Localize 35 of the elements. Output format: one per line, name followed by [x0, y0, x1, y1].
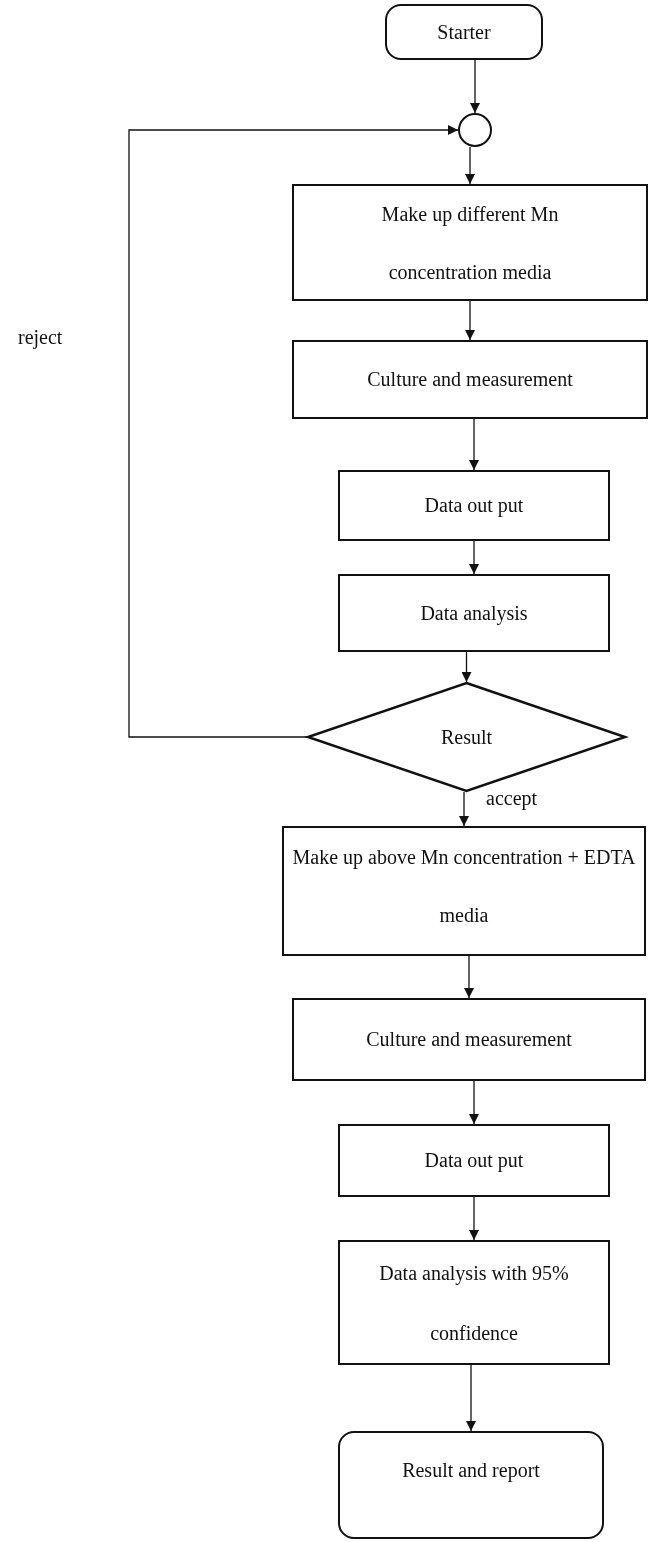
process-box	[338, 1240, 610, 1365]
arrow	[469, 540, 479, 575]
process-box	[338, 470, 610, 541]
arrow	[464, 955, 474, 999]
process-box	[338, 1124, 610, 1197]
arrow	[466, 1364, 476, 1432]
process-box	[338, 574, 610, 652]
step-label: Starter	[436, 20, 492, 44]
step-label: Data analysis	[419, 601, 529, 625]
terminal-box	[338, 1431, 604, 1539]
arrow	[469, 1080, 479, 1125]
step-label: Make up above Mn concentration + EDTA media	[291, 845, 637, 928]
process-box	[292, 184, 648, 301]
step-label: Result and report	[401, 1459, 541, 1482]
arrow	[469, 1196, 479, 1241]
step-label: Data out put	[423, 1149, 525, 1172]
arrow	[128, 125, 459, 738]
connector-circle	[458, 113, 492, 147]
terminal-box	[385, 4, 543, 60]
step-label: Make up different Mn concentration media	[380, 201, 560, 285]
arrow	[461, 651, 472, 683]
process-box	[292, 340, 648, 419]
process-box	[292, 998, 646, 1081]
arrow	[469, 418, 479, 471]
arrow	[465, 146, 475, 185]
step-label: Data analysis with 95% confidence	[378, 1260, 570, 1346]
arrow	[470, 59, 480, 114]
step-label: Result	[439, 725, 494, 749]
step-label: Culture and measurement	[366, 368, 574, 391]
arrow	[459, 791, 469, 827]
decision-diamond	[307, 682, 626, 792]
step-label: Data out put	[423, 494, 525, 517]
arrow	[465, 300, 475, 341]
process-box	[282, 826, 646, 956]
step-label: Culture and measurement	[365, 1028, 573, 1051]
